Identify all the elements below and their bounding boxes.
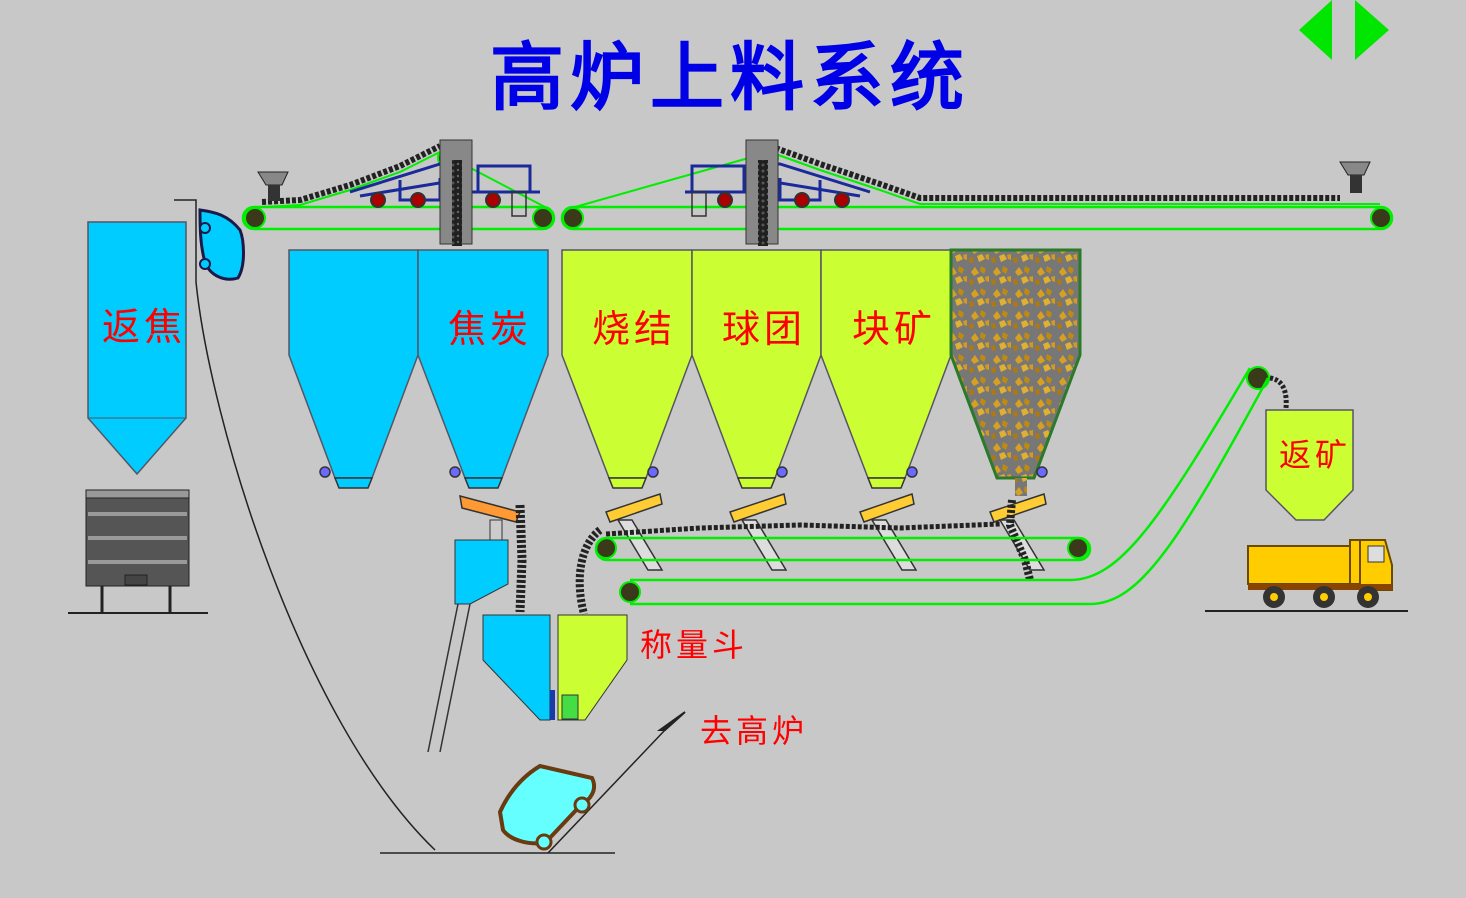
bin-outlet-gates — [319, 466, 1048, 489]
weigh-hopper-label: 称量斗 — [640, 626, 749, 664]
ore-flow-to-weigh — [575, 526, 603, 616]
dump-truck — [1205, 539, 1408, 612]
return-ore-bin — [1265, 409, 1354, 521]
nav-prev-button[interactable] — [1299, 0, 1345, 62]
coke-label: 焦炭 — [448, 307, 533, 351]
sinter-bin — [561, 249, 693, 479]
vibrating-feeders — [459, 493, 1047, 571]
return-coke-bin — [87, 221, 187, 476]
lump-ore-label: 块矿 — [852, 307, 937, 351]
coke-bin-2 — [417, 249, 549, 479]
return-ore-label: 返矿 — [1279, 436, 1352, 474]
ore-collecting-conveyor — [594, 521, 1092, 562]
top-feed-hopper-right — [1339, 161, 1371, 193]
screening-machine — [68, 489, 208, 614]
coke-flow-stream — [515, 504, 527, 613]
coke-bin-1 — [288, 249, 419, 479]
page-title: 高炉上料系统 — [490, 35, 970, 121]
tripper-car-right — [685, 162, 871, 217]
return-ore-conveyor — [630, 367, 1289, 606]
nav-next-button[interactable] — [1345, 0, 1391, 62]
pellet-bin — [691, 249, 822, 479]
return-coke-label: 返焦 — [102, 305, 187, 349]
to-furnace-label: 去高炉 — [700, 712, 809, 750]
chute-coke — [439, 139, 473, 246]
ore-filled-bin — [949, 248, 1082, 496]
chute-ore — [745, 139, 779, 246]
top-conveyor-right — [560, 143, 1394, 231]
pellet-label: 球团 — [722, 307, 807, 351]
top-feed-hopper-left — [257, 171, 289, 201]
lump-ore-bin — [820, 249, 952, 479]
ore-flow-stream — [1005, 499, 1034, 581]
triangle-right-icon — [1355, 0, 1389, 60]
ore-weigh-hopper — [557, 614, 628, 721]
coke-screen-hopper — [427, 519, 509, 753]
triangle-left-icon — [1299, 0, 1332, 60]
skip-car — [380, 711, 686, 854]
pulley-wheels — [244, 147, 1392, 603]
return-coke-chute — [174, 199, 436, 851]
sinter-label: 烧结 — [592, 307, 677, 351]
coke-weigh-hopper — [482, 614, 555, 721]
